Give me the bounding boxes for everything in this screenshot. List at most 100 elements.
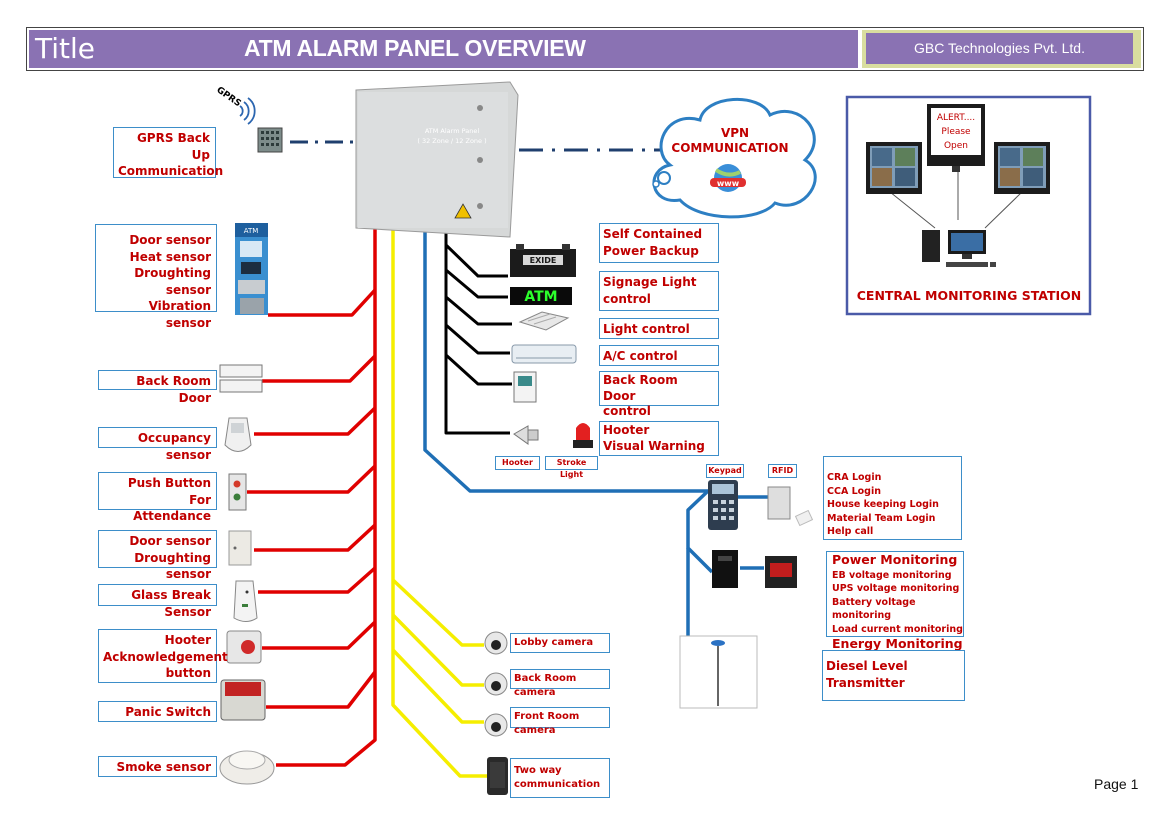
door-droughting-line2: Droughting sensor	[134, 550, 211, 582]
droughting-sensor-text: Droughting sensor	[134, 266, 211, 297]
hooter-ack-line3: button	[165, 666, 211, 680]
hooter-visual-label: Hooter Visual Warning	[599, 421, 719, 456]
gprs-tag: GPRS	[214, 85, 242, 109]
door-droughting-sensor-icon	[228, 530, 252, 566]
vpn-line2: COMMUNICATION	[671, 141, 788, 155]
hooter-tag: Hooter	[495, 456, 540, 470]
central-label: CENTRAL MONITORING STATION	[857, 288, 1082, 303]
two-way-label: Two way communication	[510, 758, 610, 798]
alert-line2: Please	[941, 127, 971, 137]
hooter-ack-button-icon	[226, 630, 262, 664]
power-item: Battery voltage monitoring	[832, 596, 916, 622]
power-item: EB voltage monitoring	[832, 569, 952, 581]
signage-label: Signage Light control	[599, 271, 719, 311]
login-item: CRA Login	[827, 472, 882, 483]
light-fixture-icon	[518, 311, 570, 331]
rfid-reader-icon	[767, 486, 814, 527]
strobe-light-icon	[573, 423, 593, 448]
monitor-left-icon	[866, 142, 922, 194]
atm-sign-text: ATM	[524, 289, 557, 305]
atm-sensor-label: Door sensor Heat sensor Droughting senso…	[95, 224, 217, 330]
header-heading: ATM ALARM PANEL OVERVIEW	[244, 35, 586, 61]
workstation-icon	[922, 230, 996, 267]
push-button-line1: Push Button For	[127, 476, 211, 507]
door-sensor-text: Door sensor	[129, 233, 211, 247]
door-droughting-label: Door sensor Droughting sensor	[98, 530, 217, 581]
header-frame	[26, 27, 1144, 71]
diesel-line2: Transmitter	[826, 675, 905, 690]
header-bar	[29, 30, 858, 68]
panel-name: ATM Alarm Panel	[425, 127, 480, 135]
lobby-camera-icon	[484, 631, 508, 655]
push-button-label: Push Button For Attendance	[98, 472, 217, 523]
vibration-sensor-text: Vibration sensor	[148, 299, 211, 330]
camera-wires	[391, 226, 488, 778]
alert-line1: ALERT....	[937, 113, 975, 123]
smoke-detector-icon	[219, 750, 275, 785]
intercom-speaker-icon	[487, 757, 508, 795]
keypad-tag: Keypad	[706, 464, 744, 478]
occupancy-label: Occupancy sensor	[98, 427, 217, 462]
back-door-control-label: Back Room Door control	[599, 371, 719, 418]
alert-monitor-icon: ALERT.... Please Open	[927, 104, 985, 172]
power-backup-line1: Self Contained	[603, 227, 703, 241]
panic-switch-icon	[220, 679, 266, 721]
heat-sensor-text: Heat sensor	[129, 249, 211, 264]
output-wires	[444, 233, 512, 435]
back-door-line2: control	[603, 404, 651, 418]
hooter-icon	[513, 425, 539, 445]
ups-icon	[712, 550, 738, 588]
vpn-line1: VPN	[721, 126, 749, 140]
keypad-icon	[708, 480, 738, 530]
occupancy-sensor-icon	[224, 417, 252, 452]
power-backup-label: Self Contained Power Backup	[599, 223, 719, 263]
login-item: Help call	[827, 526, 874, 537]
signage-line1: Signage Light	[603, 275, 697, 289]
panic-switch-label: Panic Switch	[98, 701, 217, 722]
hooter-ack-label: Hooter Acknowledgement button	[98, 629, 228, 683]
front-room-camera-label: Front Room camera	[510, 707, 610, 736]
glass-break-sensor-icon	[233, 580, 258, 622]
login-list-label: CRA Login CCA Login House keeping Login …	[823, 456, 962, 540]
panel-zones: ( 32 Zone / 12 Zone )	[417, 137, 486, 145]
power-item: UPS voltage monitoring	[832, 583, 960, 594]
hooter-line1: Hooter	[603, 423, 650, 437]
front-room-camera-icon	[484, 713, 508, 737]
back-room-camera-label: Back Room camera	[510, 669, 610, 698]
battery-brand: EXIDE	[530, 256, 557, 265]
vpn-www: www	[717, 179, 740, 188]
alert-line3: Open	[944, 141, 968, 151]
battery-icon: EXIDE	[510, 244, 576, 277]
power-backup-line2: Power Backup	[603, 243, 699, 258]
energy-meter-icon	[765, 556, 797, 588]
power-monitoring-title: Power Monitoring	[832, 552, 958, 567]
diesel-line1: Diesel Level	[826, 659, 908, 673]
door-contact-icon	[219, 364, 263, 393]
rfid-tag: RFID	[768, 464, 797, 478]
diesel-transmitter-icon	[679, 635, 758, 709]
atm-screen-label: ATM	[244, 227, 259, 235]
alarm-panel-cabinet: ATM Alarm Panel ( 32 Zone / 12 Zone )	[355, 81, 519, 238]
login-item: CCA Login	[827, 485, 882, 497]
company-name: GBC Technologies Pvt. Ltd.	[866, 33, 1133, 64]
power-monitoring-label: Power Monitoring EB voltage monitoring U…	[826, 551, 964, 651]
atm-signage-icon: ATM	[510, 287, 572, 305]
glass-break-label: Glass Break Sensor	[98, 584, 217, 619]
central-station-frame: ALERT.... Please Open CENTRAL MONITORING…	[845, 95, 1092, 316]
strobe-tag: Stroke Light	[545, 456, 598, 479]
signage-line2: control	[603, 291, 651, 306]
power-item: Load current monitoring	[832, 623, 963, 635]
back-door-line1: Back Room Door	[603, 373, 678, 403]
bus-wire	[423, 228, 768, 640]
gprs-label: GPRS Back Up Communication	[113, 127, 223, 178]
gprs-signal-icon	[239, 97, 256, 125]
door-droughting-line1: Door sensor	[129, 534, 211, 548]
two-way-line2: communication	[514, 779, 601, 790]
gprs-modem-icon	[257, 127, 283, 153]
hooter-ack-line2: Acknowledgement	[103, 649, 228, 664]
login-item: House keeping Login	[827, 499, 939, 510]
comm-links	[290, 140, 660, 152]
atm-machine-icon: ATM	[235, 223, 268, 315]
